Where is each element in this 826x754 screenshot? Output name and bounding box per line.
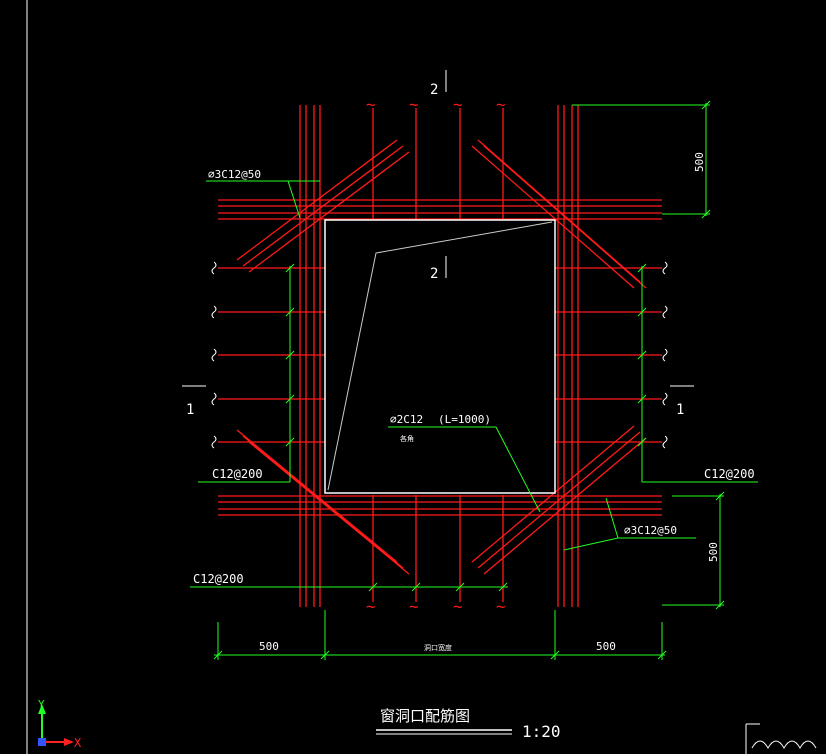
section-marks [182, 70, 694, 387]
svg-text:~: ~ [366, 95, 376, 114]
ucs-y-label: Y [38, 698, 45, 711]
drawing-scale: 1:20 [522, 722, 561, 741]
dimension-layer [190, 103, 758, 660]
ucs-x-label: X [74, 736, 82, 750]
section-mark-right: 1 [676, 402, 684, 418]
break-marks-side [211, 261, 668, 449]
label-corner-bar-note: 各角 [400, 434, 414, 443]
label-left-side: C12@200 [212, 467, 263, 481]
svg-text:~: ~ [409, 597, 419, 616]
svg-text:~: ~ [496, 95, 506, 114]
drawing-title: 窗洞口配筋图 [380, 707, 470, 725]
svg-text:~: ~ [453, 597, 463, 616]
rebar-layer [218, 105, 662, 607]
label-diag-bottom-right: ⌀3C12@50 [624, 524, 677, 537]
label-bottom: C12@200 [193, 572, 244, 586]
label-corner-bar: ⌀2C12 [390, 413, 423, 426]
dim-center: 洞口宽度 [424, 643, 452, 652]
dim-bottom-right-vertical: 500 [707, 542, 720, 562]
section-mark-inner: 2 [430, 266, 438, 282]
dim-top-right-vertical: 500 [693, 152, 706, 172]
dim-right: 500 [596, 640, 616, 653]
svg-text:~: ~ [366, 597, 376, 616]
dimension-ticks [213, 100, 725, 660]
label-diag-top-left: ⌀3C12@50 [208, 168, 261, 181]
dim-left: 500 [259, 640, 279, 653]
label-corner-bar-length: (L=1000) [438, 413, 491, 426]
ucs-icon [38, 704, 74, 746]
svg-text:~: ~ [409, 95, 419, 114]
label-right-side: C12@200 [704, 467, 755, 481]
stamp-fragment [745, 723, 817, 754]
svg-text:~: ~ [453, 95, 463, 114]
section-mark-left: 1 [186, 402, 194, 418]
section-line-inner [327, 221, 553, 491]
break-marks: ~ ~ ~ ~ ~ ~ ~ ~ [366, 95, 506, 616]
svg-text:~: ~ [496, 597, 506, 616]
section-mark-top: 2 [430, 82, 438, 98]
window-opening [324, 219, 556, 494]
